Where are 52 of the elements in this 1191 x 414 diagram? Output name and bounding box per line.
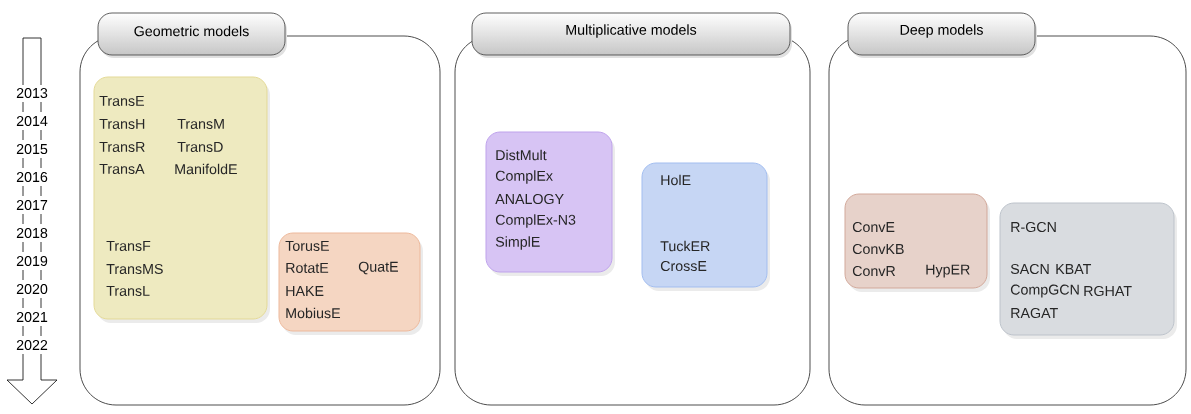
model-name: KBAT	[1056, 264, 1092, 274]
year-label: 2020	[16, 283, 48, 295]
model-name: TransF	[106, 241, 151, 251]
model-name: RAGAT	[1011, 307, 1058, 319]
model-name: TransL	[106, 286, 150, 296]
model-name: TransR	[99, 142, 145, 152]
model-name: TransE	[99, 96, 144, 106]
model-name: HypER	[926, 264, 970, 278]
model-box	[93, 76, 270, 323]
year-label: 2022	[16, 339, 48, 351]
model-name: ComplEx	[495, 170, 553, 184]
model-name: CrossE	[660, 260, 707, 272]
model-name: DistMult	[496, 149, 547, 161]
year-label: 2016	[16, 171, 48, 183]
node-label: Deep models	[900, 24, 983, 38]
model-name: SACN	[1010, 263, 1049, 275]
model-name: CompGCN	[1010, 284, 1079, 298]
model-name: RotatE	[286, 263, 329, 273]
model-name: ConvR	[852, 265, 896, 277]
year-label: 2013	[16, 87, 48, 99]
model-name: ConvE	[852, 221, 895, 233]
model-name: HolE	[661, 174, 691, 186]
year-label: 2015	[16, 143, 48, 155]
model-name: ANALOGY	[495, 193, 564, 205]
model-name: ConvKB	[852, 243, 904, 255]
node-label: Geometric models	[134, 25, 249, 37]
model-name: TransM	[177, 119, 224, 129]
model-name: TransMS	[106, 263, 163, 275]
model-name: TransA	[99, 164, 145, 174]
model-name: R-GCN	[1011, 221, 1056, 233]
year-label: 2017	[16, 199, 48, 211]
year-label: 2021	[16, 311, 48, 323]
model-box	[485, 131, 615, 276]
model-name: MobiusE	[286, 307, 340, 319]
year-label: 2014	[16, 115, 48, 127]
model-box	[641, 162, 770, 291]
model-name: HAKE	[286, 286, 324, 296]
model-box	[844, 193, 990, 292]
year-label: 2018	[16, 227, 48, 239]
model-name: TransH	[99, 119, 145, 129]
model-name: SimplE	[495, 236, 540, 250]
model-box	[999, 202, 1177, 339]
model-name: ComplEx-N3	[495, 214, 576, 228]
model-name: TuckER	[660, 240, 710, 252]
model-name: TorusE	[285, 241, 329, 251]
node-label: Multiplicative models	[566, 24, 697, 38]
model-name: TransD	[177, 142, 223, 152]
model-name: QuatE	[358, 261, 398, 275]
model-name: RGHAT	[1084, 285, 1132, 297]
model-name: ManifoldE	[175, 163, 237, 175]
model-box	[278, 232, 423, 335]
year-label: 2019	[16, 255, 48, 267]
